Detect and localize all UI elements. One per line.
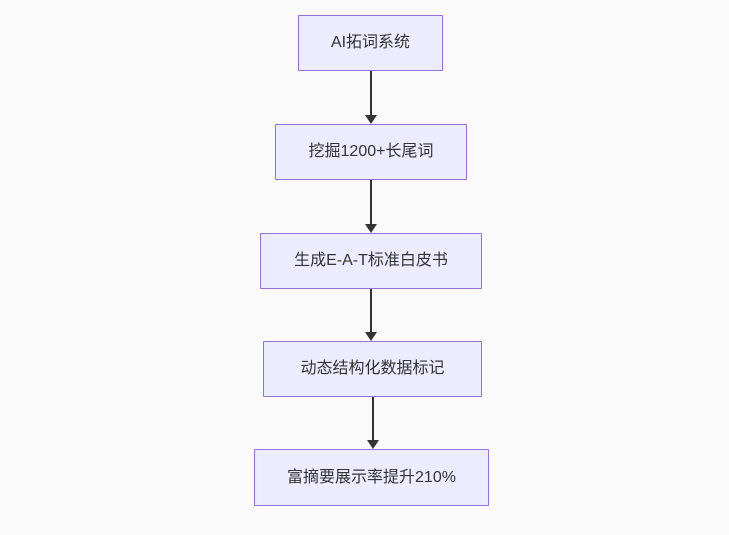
flowchart-node-mine-longtail-keywords: 挖掘1200+长尾词 bbox=[275, 124, 467, 180]
edge-line bbox=[370, 289, 372, 334]
flowchart-edge-ai-keyword-expansion-system-to-mine-longtail-keywords bbox=[364, 71, 378, 124]
flowchart-node-label: AI拓词系统 bbox=[330, 34, 411, 52]
arrow-down-icon bbox=[366, 440, 379, 449]
edge-line bbox=[369, 71, 372, 117]
arrow-down-icon bbox=[365, 332, 377, 341]
flowchart-node-generate-eat-whitepaper: 生成E-A-T标准白皮书 bbox=[260, 233, 482, 289]
flowchart-edge-mine-longtail-keywords-to-generate-eat-whitepaper bbox=[364, 180, 378, 233]
edge-line bbox=[370, 180, 372, 226]
flowchart-edge-dynamic-structured-data-to-rich-snippet-rate-up bbox=[366, 397, 380, 449]
flowchart-node-label: 动态结构化数据标记 bbox=[300, 360, 445, 378]
edge-line bbox=[371, 397, 374, 442]
flowchart-node-rich-snippet-rate-up: 富摘要展示率提升210% bbox=[254, 449, 489, 506]
flowchart-node-label: 生成E-A-T标准白皮书 bbox=[294, 252, 448, 270]
arrow-down-icon bbox=[364, 115, 377, 124]
arrow-down-icon bbox=[365, 224, 377, 233]
flowchart-node-ai-keyword-expansion-system: AI拓词系统 bbox=[298, 15, 443, 71]
flowchart-node-label: 富摘要展示率提升210% bbox=[287, 468, 456, 486]
flowchart-edge-generate-eat-whitepaper-to-dynamic-structured-data bbox=[364, 289, 378, 341]
flowchart-node-dynamic-structured-data: 动态结构化数据标记 bbox=[263, 341, 482, 397]
flowchart-node-label: 挖掘1200+长尾词 bbox=[308, 143, 434, 161]
